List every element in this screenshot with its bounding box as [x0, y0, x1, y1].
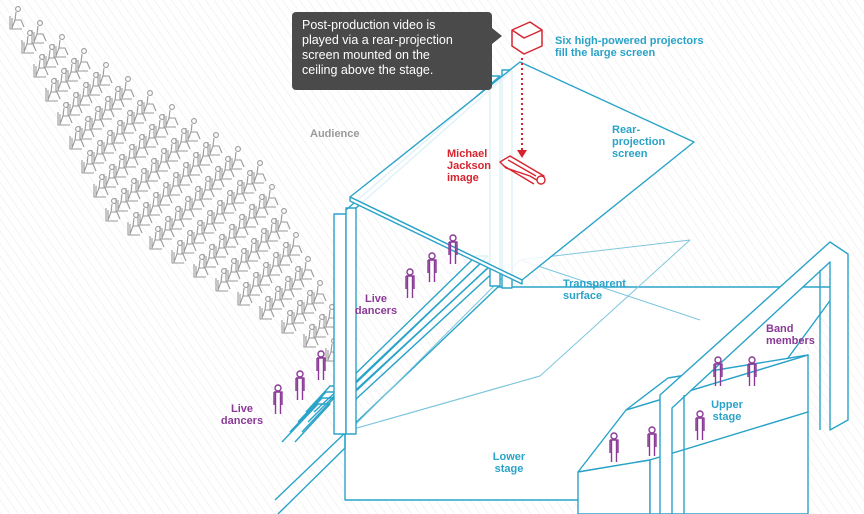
transparent-surface-label: Transparent surface — [563, 278, 626, 302]
live-dancers-upper-label: Live dancers — [350, 293, 402, 317]
label-line: image — [447, 172, 479, 184]
label-line: Six high-powered projectors — [555, 35, 704, 47]
beam-arrow — [517, 150, 527, 158]
label-line: dancers — [354, 305, 398, 317]
rear-projection-screen-label: Rear- projection screen — [612, 124, 665, 160]
label-line: Transparent — [563, 278, 626, 290]
label-line: Rear- — [612, 124, 641, 136]
audience-label: Audience — [310, 128, 360, 140]
lower-stage-edge — [274, 432, 346, 514]
label-line: Live — [230, 403, 253, 415]
label-line: screen — [612, 148, 648, 160]
label-line: Lower — [492, 451, 526, 463]
michael-jackson-image-label: Michael Jackson image — [447, 148, 491, 184]
label-line: Audience — [310, 128, 360, 140]
label-line: members — [766, 335, 815, 347]
label-line: fill the large screen — [555, 47, 656, 59]
callout-line: played via a rear-projection — [302, 33, 453, 47]
upper-stage-label: Upper stage — [702, 399, 752, 423]
callout-line: Post-production video is — [302, 18, 436, 32]
label-line: Jackson — [447, 160, 492, 172]
label-line: surface — [563, 290, 603, 302]
label-line: dancers — [220, 415, 264, 427]
band-members-label: Band members — [766, 323, 815, 347]
label-line: stage — [494, 463, 524, 475]
lower-stage-label: Lower stage — [484, 451, 534, 475]
michael-jackson-figure — [499, 155, 546, 185]
label-line: projection — [612, 136, 666, 148]
projector-icon — [511, 21, 543, 55]
label-line: Band — [766, 323, 794, 335]
callout-pointer — [492, 28, 502, 44]
label-line: Michael — [447, 148, 488, 160]
label-line: Upper — [711, 399, 743, 411]
info-callout: Post-production video is played via a re… — [292, 12, 492, 90]
label-line: Live — [364, 293, 387, 305]
label-line: stage — [712, 411, 742, 423]
upper-stage-platform — [577, 241, 849, 514]
live-dancers-lower-label: Live dancers — [216, 403, 268, 427]
callout-line: ceiling above the stage. — [302, 63, 434, 77]
callout-line: screen mounted on the — [302, 48, 430, 62]
projectors-label: Six high-powered projectors fill the lar… — [555, 35, 704, 59]
